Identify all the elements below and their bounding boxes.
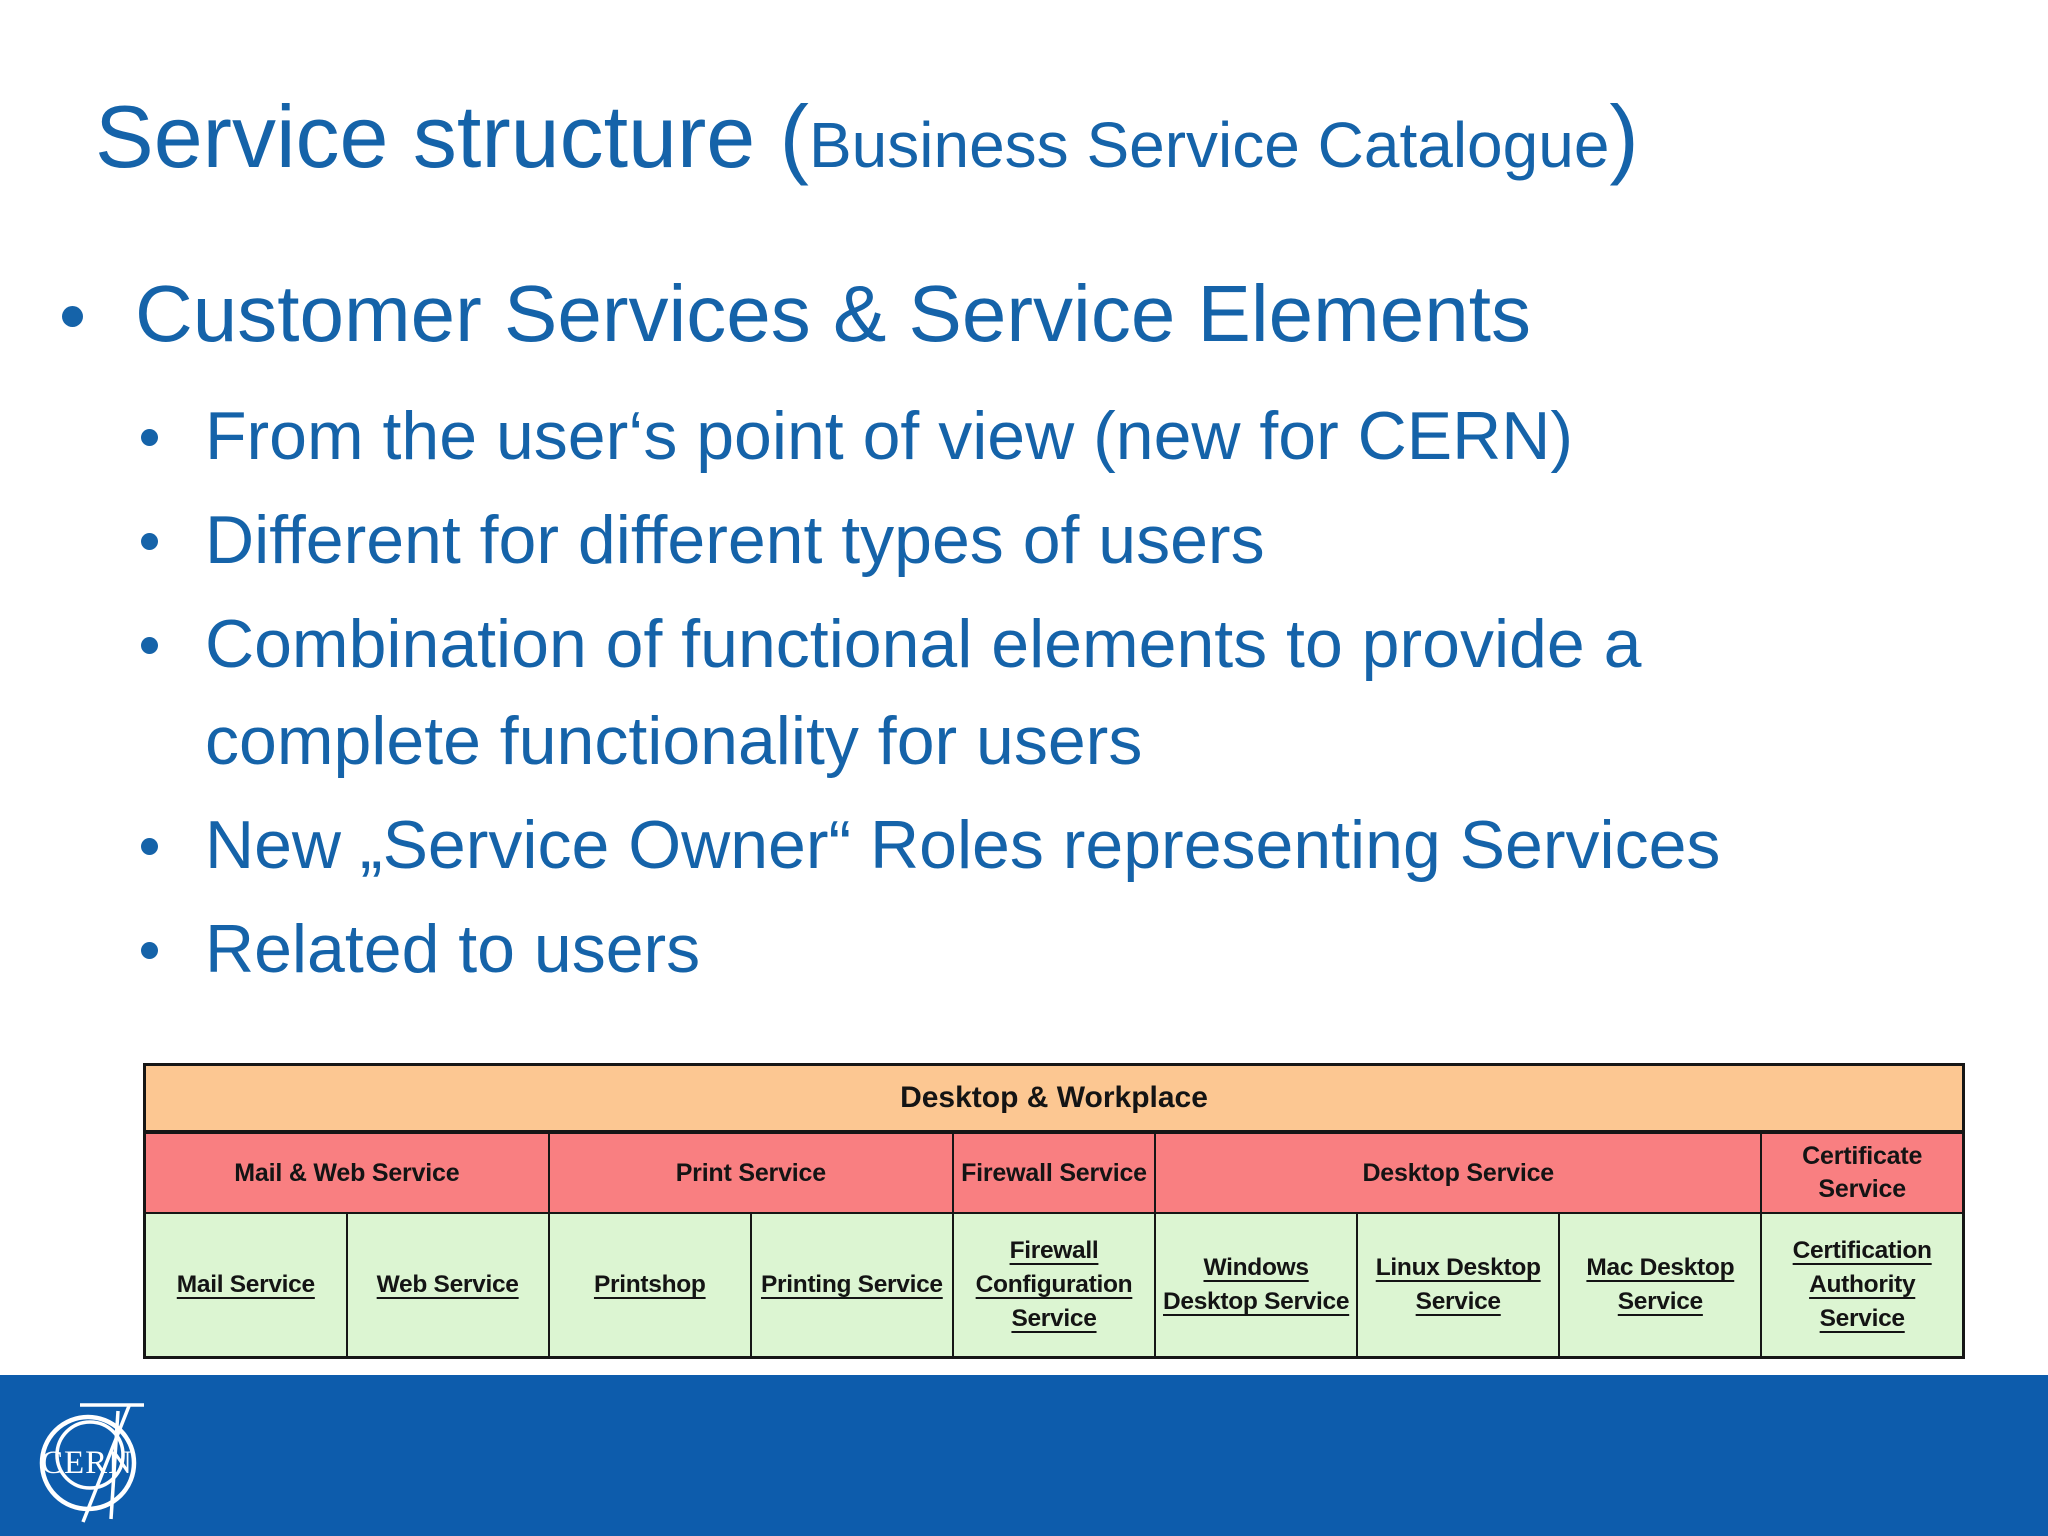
- table-row-service-groups: Mail & Web Service Print Service Firewal…: [143, 1131, 1965, 1214]
- service-element-cell[interactable]: Printshop: [547, 1212, 752, 1359]
- bullet-item: Different for different types of users: [0, 492, 2048, 589]
- footer-bar: CERN: [0, 1375, 2048, 1536]
- table-row-customer-service: Desktop & Workplace: [143, 1063, 1965, 1134]
- service-link[interactable]: Printing Service: [761, 1271, 943, 1298]
- page-title-main: Service structure (: [95, 87, 809, 186]
- customer-service-cell: Desktop & Workplace: [143, 1063, 1965, 1134]
- bullet-item: New „Service Owner“ Roles representing S…: [0, 797, 2048, 894]
- service-element-cell[interactable]: Web Service: [345, 1212, 550, 1359]
- service-link[interactable]: Windows Desktop Service: [1163, 1254, 1350, 1315]
- service-element-cell[interactable]: Windows Desktop Service: [1154, 1212, 1359, 1359]
- bullet-icon: [141, 533, 158, 550]
- bullet-item: Combination of functional elements to pr…: [0, 596, 2048, 790]
- service-link[interactable]: Firewall Configuration Service: [975, 1237, 1133, 1332]
- bullet-icon: [141, 637, 158, 654]
- bullet-text: Customer Services & Service Elements: [135, 269, 1532, 358]
- page-title-sub: Business Service Catalogue: [808, 109, 1610, 181]
- bullet-text: Related to users: [205, 911, 701, 987]
- service-element-cell[interactable]: Mail Service: [143, 1212, 348, 1359]
- bullet-text: Different for different types of users: [205, 502, 1265, 578]
- cern-logo-icon: CERN: [39, 1403, 144, 1523]
- bullet-item: From the user‘s point of view (new for C…: [0, 388, 2048, 485]
- service-group-cell: Firewall Service: [951, 1131, 1157, 1214]
- service-link[interactable]: Web Service: [376, 1271, 519, 1298]
- service-link[interactable]: Mail Service: [176, 1271, 315, 1298]
- service-link[interactable]: Linux Desktop Service: [1375, 1254, 1541, 1315]
- bullet-item-level1: Customer Services & Service Elements: [0, 268, 2048, 360]
- service-element-cell[interactable]: Firewall Configuration Service: [951, 1212, 1157, 1359]
- bullet-icon: [141, 429, 158, 446]
- service-group-cell: Print Service: [547, 1131, 954, 1214]
- bullet-icon: [141, 942, 158, 959]
- table-row-service-elements: Mail Service Web Service Printshop Print…: [143, 1212, 1965, 1359]
- cern-logo-text: CERN: [41, 1445, 133, 1481]
- bullet-list: Customer Services & Service Elements Fro…: [0, 268, 2048, 1005]
- bullet-icon: [62, 306, 83, 327]
- bullet-icon: [141, 838, 158, 855]
- service-element-cell[interactable]: Linux Desktop Service: [1356, 1212, 1561, 1359]
- service-link[interactable]: Printshop: [593, 1271, 706, 1298]
- service-element-cell[interactable]: Certification Authority Service: [1760, 1212, 1965, 1359]
- service-group-cell: Mail & Web Service: [143, 1131, 550, 1214]
- service-group-cell: Desktop Service: [1154, 1131, 1763, 1214]
- service-element-cell[interactable]: Mac Desktop Service: [1558, 1212, 1763, 1359]
- service-catalogue-table: Desktop & Workplace Mail & Web Service P…: [143, 1063, 1965, 1359]
- bullet-item: Related to users: [0, 901, 2048, 998]
- bullet-text: From the user‘s point of view (new for C…: [205, 398, 1573, 474]
- bullet-text: New „Service Owner“ Roles representing S…: [205, 807, 1721, 883]
- page-title: Service structure (Business Service Cata…: [95, 84, 1639, 190]
- service-link[interactable]: Mac Desktop Service: [1586, 1254, 1735, 1315]
- service-element-cell[interactable]: Printing Service: [749, 1212, 954, 1359]
- service-group-cell: Certificate Service: [1760, 1131, 1965, 1214]
- service-link[interactable]: Certification Authority Service: [1792, 1237, 1932, 1332]
- bullet-text: Combination of functional elements to pr…: [205, 606, 1642, 779]
- page-title-close: ): [1609, 87, 1639, 186]
